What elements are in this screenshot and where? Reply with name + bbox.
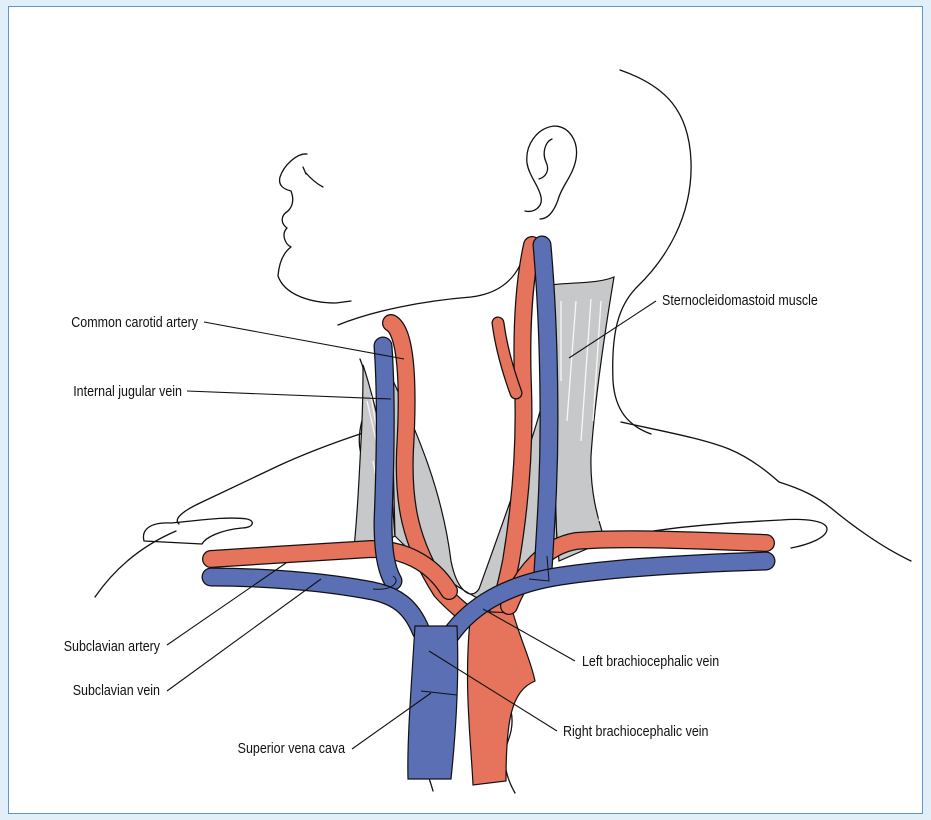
label-superior-vena-cava: Superior vena cava	[238, 740, 346, 756]
left-clavicle	[143, 518, 252, 544]
label-subclavian-artery: Subclavian artery	[64, 638, 161, 654]
arteries	[211, 245, 766, 785]
label-common-carotid-artery: Common carotid artery	[71, 314, 198, 330]
jaw-line	[338, 243, 527, 325]
ear	[525, 126, 577, 219]
label-right-brachiocephalic-vein: Right brachiocephalic vein	[563, 723, 708, 739]
label-internal-jugular-vein: Internal jugular vein	[73, 383, 182, 399]
superior-vena-cava	[408, 626, 458, 779]
back-of-head	[613, 70, 691, 434]
leader-internal-jugular	[187, 391, 391, 399]
label-subclavian-vein: Subclavian vein	[73, 682, 160, 698]
label-left-brachiocephalic-vein: Left brachiocephalic vein	[582, 653, 719, 669]
label-sternocleidomastoid-muscle: Sternocleidomastoid muscle	[662, 292, 818, 308]
figure-frame: Common carotid artery Internal jugular v…	[8, 6, 923, 814]
aortic-trunk	[468, 611, 535, 785]
neck-vessels-diagram: Common carotid artery Internal jugular v…	[9, 7, 924, 815]
leader-common-carotid	[204, 322, 404, 359]
face-profile	[278, 154, 351, 303]
leader-subclavian-vein	[167, 579, 321, 691]
eye	[303, 167, 323, 187]
